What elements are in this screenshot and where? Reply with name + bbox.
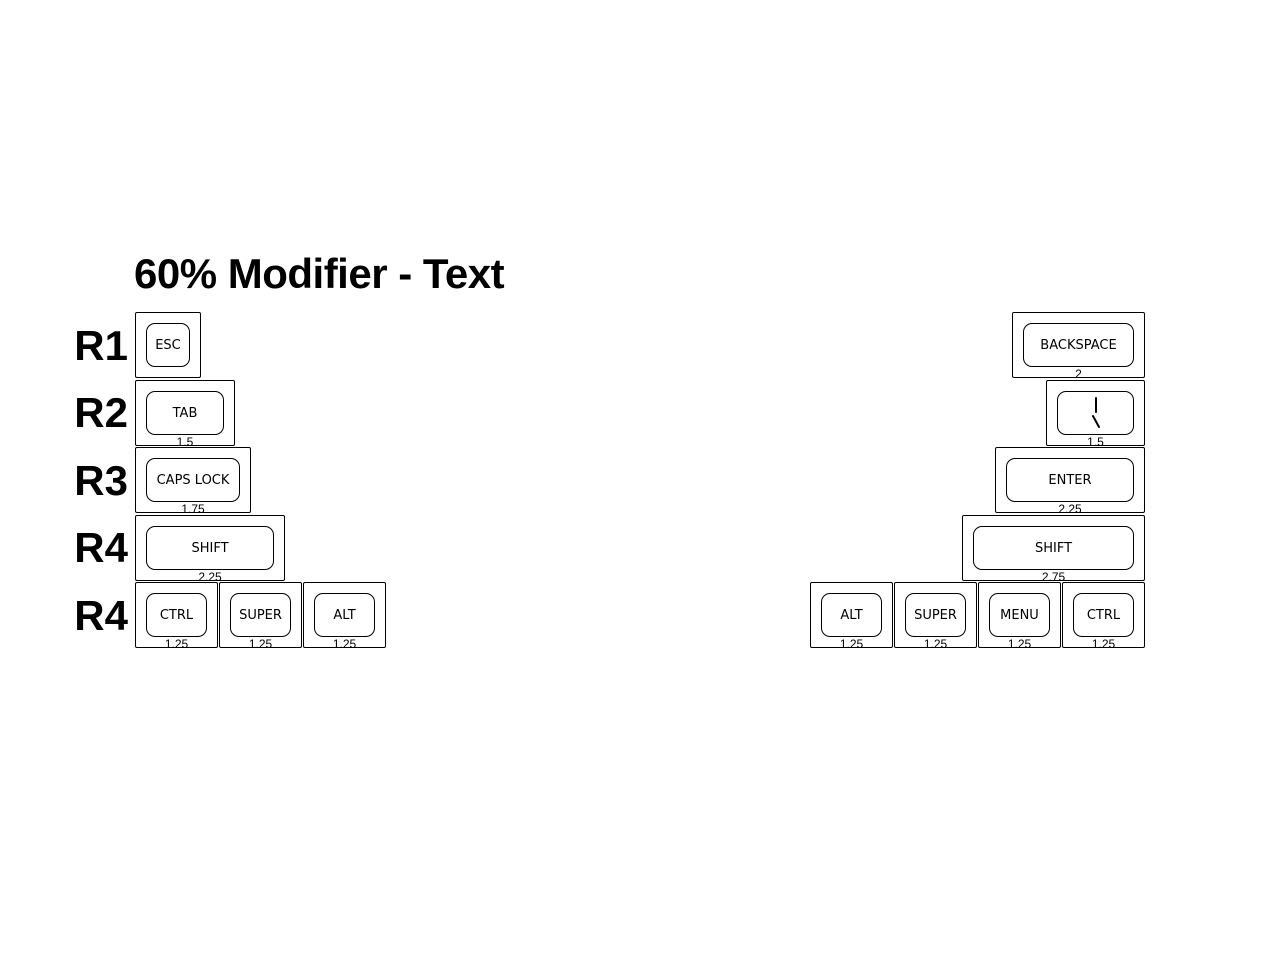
- key-left-super: SUPER 1.25: [219, 582, 302, 651]
- row-label-r4-bottom: R4: [74, 592, 128, 639]
- key-tab-legend: TAB: [172, 405, 198, 421]
- key-esc-top: ESC: [146, 323, 190, 367]
- key-left-ctrl-legend: CTRL: [159, 607, 194, 623]
- key-backspace-legend: BACKSPACE: [1040, 337, 1117, 353]
- key-left-shift-size: 2.25: [198, 570, 222, 584]
- row-label-r1: R1: [74, 322, 128, 369]
- key-left-ctrl-top: CTRL: [146, 593, 207, 637]
- key-tab: TAB 1.5: [135, 380, 235, 449]
- key-left-ctrl-size: 1.25: [164, 637, 189, 651]
- key-left-super-size: 1.25: [248, 637, 273, 651]
- key-caps-lock-size: 1.75: [181, 502, 205, 516]
- key-menu-top: MENU: [989, 593, 1050, 637]
- key-left-shift-legend: SHIFT: [191, 540, 229, 556]
- key-right-shift-size: 2.75: [1041, 570, 1066, 584]
- key-right-alt-legend: ALT: [840, 607, 863, 623]
- key-enter: ENTER 2.25: [995, 447, 1145, 516]
- row-label-r4-shift: R4: [74, 524, 128, 571]
- page-title: 60% Modifier - Text: [134, 250, 505, 297]
- key-right-super: SUPER 1.25: [894, 582, 977, 651]
- key-left-ctrl: CTRL 1.25: [135, 582, 218, 651]
- key-enter-legend: ENTER: [1048, 472, 1092, 488]
- key-left-shift: SHIFT 2.25: [135, 515, 285, 584]
- key-caps-lock: CAPS LOCK 1.75: [135, 447, 251, 516]
- key-caps-lock-top: CAPS LOCK: [146, 458, 240, 502]
- key-right-alt-size: 1.25: [839, 637, 864, 651]
- key-tab-size: 1.5: [176, 435, 194, 449]
- key-backslash-top: [1057, 391, 1134, 435]
- key-left-alt-size: 1.25: [332, 637, 357, 651]
- key-right-shift-legend: SHIFT: [1034, 540, 1073, 556]
- key-right-super-legend: SUPER: [914, 607, 957, 623]
- key-right-ctrl-legend: CTRL: [1086, 607, 1121, 623]
- key-right-ctrl-size: 1.25: [1091, 637, 1116, 651]
- key-tab-top: TAB: [146, 391, 224, 435]
- row-label-r2: R2: [74, 389, 128, 436]
- key-backspace-top: BACKSPACE: [1023, 323, 1134, 367]
- key-right-ctrl: CTRL 1.25: [1062, 582, 1145, 651]
- key-menu-legend: MENU: [1000, 607, 1039, 623]
- key-menu-size: 1.25: [1007, 637, 1032, 651]
- key-left-shift-top: SHIFT: [146, 526, 274, 570]
- key-right-alt-top: ALT: [821, 593, 882, 637]
- key-caps-lock-legend: CAPS LOCK: [156, 472, 230, 488]
- key-right-shift: SHIFT 2.75: [962, 515, 1145, 584]
- key-enter-top: ENTER: [1006, 458, 1134, 502]
- key-esc: ESC: [135, 312, 201, 378]
- key-right-super-top: SUPER: [905, 593, 966, 637]
- key-left-alt-legend: ALT: [333, 607, 356, 623]
- key-backslash: 1.5: [1046, 380, 1145, 449]
- key-right-shift-top: SHIFT: [973, 526, 1134, 570]
- key-right-alt: ALT 1.25: [810, 582, 893, 651]
- key-backspace-size: 2: [1075, 367, 1082, 381]
- key-right-ctrl-top: CTRL: [1073, 593, 1134, 637]
- row-label-r3: R3: [74, 457, 128, 504]
- key-menu: MENU 1.25: [978, 582, 1061, 651]
- pipe-backslash-icon: [1091, 397, 1100, 428]
- key-backspace: BACKSPACE 2: [1012, 312, 1145, 381]
- key-left-alt-top: ALT: [314, 593, 375, 637]
- key-left-super-legend: SUPER: [239, 607, 282, 623]
- key-backslash-size: 1.5: [1087, 435, 1104, 449]
- key-esc-legend: ESC: [155, 337, 181, 353]
- key-left-super-top: SUPER: [230, 593, 291, 637]
- key-enter-size: 2.25: [1058, 502, 1082, 516]
- key-right-super-size: 1.25: [923, 637, 948, 651]
- key-left-alt: ALT 1.25: [303, 582, 386, 651]
